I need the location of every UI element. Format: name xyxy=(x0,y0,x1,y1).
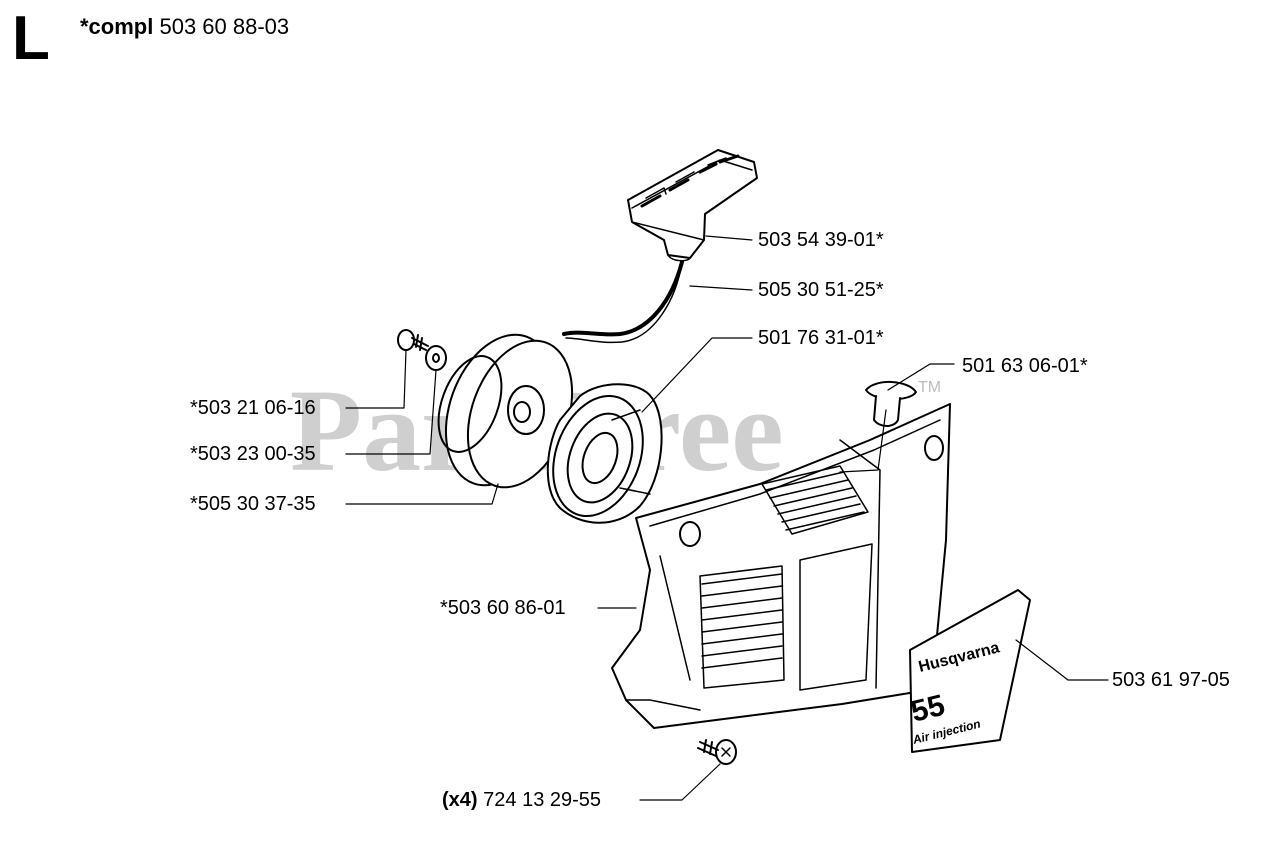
leader-lines xyxy=(345,235,1109,801)
screw-drawing[interactable] xyxy=(397,329,429,351)
recoil-spring-drawing[interactable] xyxy=(537,383,663,528)
part-number-housing-screw: 724 13 29-55 xyxy=(483,789,602,811)
part-qty-housing-screw: (x4) xyxy=(442,789,478,811)
rubber-plug-drawing[interactable] xyxy=(865,381,917,427)
part-label-starter-rope[interactable]: 505 30 51-25* xyxy=(758,279,884,301)
part-label-rubber-plug[interactable]: 501 63 06-01* xyxy=(962,355,1088,377)
assembly-prefix: *compl xyxy=(80,14,154,39)
part-label-starter-housing[interactable]: *503 60 86-01 xyxy=(440,597,566,619)
section-letter: L xyxy=(12,4,50,73)
part-label-housing-screw[interactable]: (x4) 724 13 29-55 xyxy=(442,790,601,810)
washer-drawing[interactable] xyxy=(425,345,447,371)
decal-model: 55 xyxy=(908,689,948,729)
watermark-tm: TM xyxy=(918,379,941,396)
starter-rope-drawing[interactable] xyxy=(562,260,684,344)
decal-drawing[interactable] xyxy=(909,589,1031,753)
assembly-header: *compl 503 60 88-03 xyxy=(80,14,289,40)
assembly-number: 503 60 88-03 xyxy=(159,14,290,39)
part-label-recoil-spring[interactable]: 501 76 31-01* xyxy=(758,327,884,349)
part-label-decal[interactable]: 503 61 97-05 xyxy=(1112,669,1230,691)
starter-housing-drawing[interactable] xyxy=(611,403,951,729)
part-label-screw[interactable]: *503 21 06-16 xyxy=(190,397,316,419)
part-label-rope-pulley[interactable]: *505 30 37-35 xyxy=(190,493,316,515)
part-label-starter-handle[interactable]: 503 54 39-01* xyxy=(758,229,884,251)
part-label-washer[interactable]: *503 23 00-35 xyxy=(190,443,316,465)
housing-screw-drawing[interactable] xyxy=(697,739,737,765)
starter-handle-drawing[interactable] xyxy=(627,149,758,262)
rope-pulley-drawing[interactable] xyxy=(426,320,591,502)
